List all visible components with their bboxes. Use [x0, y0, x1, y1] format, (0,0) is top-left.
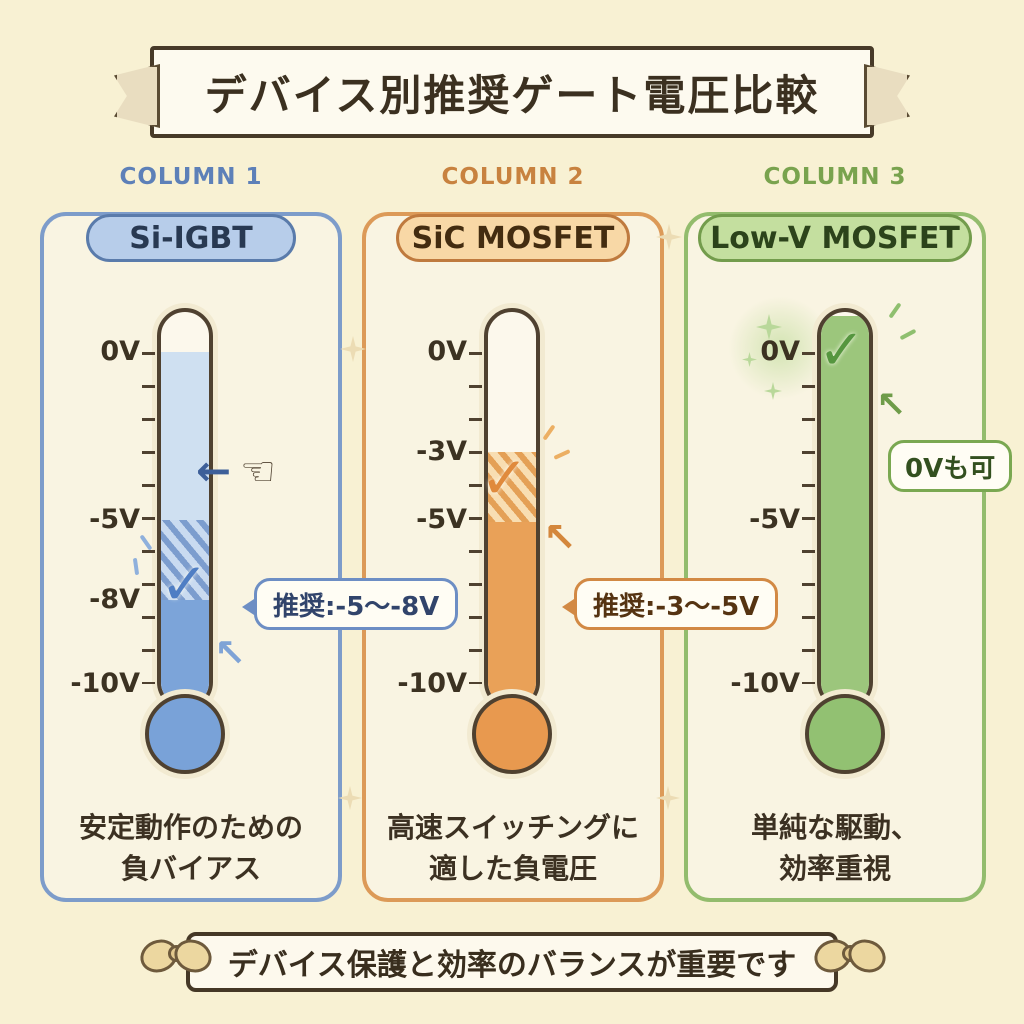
- tick-label: -10V: [730, 668, 800, 699]
- tick-label: 0V: [760, 336, 800, 367]
- recommended-voltage-callout: 推奨:-5〜-8V: [241, 578, 459, 630]
- tick-label: -10V: [397, 668, 467, 699]
- title-banner: デバイス別推奨ゲート電圧比較: [114, 46, 910, 138]
- thermometer-tube-low-v-mosfet: [817, 308, 873, 710]
- bow-icon: [140, 928, 212, 980]
- device-badge-sic-mosfet: SiC MOSFET: [396, 214, 630, 262]
- page-title: デバイス別推奨ゲート電圧比較: [204, 70, 820, 120]
- check-icon: ✓: [818, 318, 865, 383]
- tick-label: -5V: [749, 504, 800, 535]
- thermometer-bulb: [145, 694, 225, 774]
- description-line: 負バイアス: [120, 851, 261, 885]
- ribbon-end-left-icon: [114, 64, 160, 128]
- pointer-hand-icon: ☜: [240, 449, 276, 495]
- column-1-label: COLUMN 1: [119, 164, 263, 190]
- description-si-igbt: 安定動作のための 負バイアス: [40, 808, 342, 889]
- liquid-fill: [488, 522, 536, 706]
- device-badge-si-igbt: Si-IGBT: [86, 214, 296, 262]
- description-sic-mosfet: 高速スイッチングに 適した負電圧: [362, 808, 664, 889]
- thermometer-bulb: [472, 694, 552, 774]
- arrow-up-left-icon: ↖: [214, 631, 246, 675]
- bow-knot: [842, 945, 859, 962]
- description-line: 単純な駆動、: [750, 811, 919, 844]
- minor-tick-marks: [142, 352, 155, 684]
- tick-label: -8V: [89, 584, 140, 615]
- device-badge-low-v-mosfet: Low-V MOSFET: [698, 214, 972, 262]
- description-line: 効率重視: [778, 851, 891, 885]
- bow-knot: [168, 945, 185, 962]
- thermometer-tube-si-igbt: [157, 308, 213, 710]
- description-line: 高速スイッチングに: [386, 811, 639, 844]
- arrow-up-left-icon: ↖: [543, 515, 577, 561]
- recommended-voltage-callout: 推奨:-3〜-5V: [561, 578, 779, 630]
- tick-label: -10V: [70, 668, 140, 699]
- zero-volt-ok-callout: 0Vも可: [888, 440, 1013, 492]
- liquid-fill: [821, 316, 869, 706]
- tick-label: -5V: [89, 504, 140, 535]
- column-3-label: COLUMN 3: [763, 164, 907, 190]
- description-low-v-mosfet: 単純な駆動、 効率重視: [684, 808, 986, 889]
- thermometer-bulb: [805, 694, 885, 774]
- bow-icon: [814, 928, 886, 980]
- minor-tick-marks: [469, 352, 482, 684]
- check-icon: ✓: [480, 444, 529, 512]
- arrow-up-left-icon: ↖: [876, 385, 907, 426]
- description-line: 安定動作のための: [78, 811, 303, 844]
- tick-label: 0V: [100, 336, 140, 367]
- footer-banner: デバイス保護と効率のバランスが重要です: [186, 932, 838, 992]
- liquid-fill: [161, 600, 209, 706]
- recommended-zone-band: [488, 452, 536, 522]
- arrow-left-icon: ←: [196, 446, 232, 495]
- ribbon-end-right-icon: [864, 64, 910, 128]
- recommended-zone-band: [161, 520, 209, 600]
- check-icon: ✓: [160, 550, 209, 618]
- tick-label: -5V: [416, 504, 467, 535]
- footer-message: デバイス保護と効率のバランスが重要です: [227, 948, 797, 983]
- tick-label: -3V: [416, 436, 467, 467]
- tick-label: 0V: [427, 336, 467, 367]
- minor-tick-marks: [802, 352, 815, 684]
- column-2-label: COLUMN 2: [441, 164, 585, 190]
- description-line: 適した負電圧: [428, 851, 597, 885]
